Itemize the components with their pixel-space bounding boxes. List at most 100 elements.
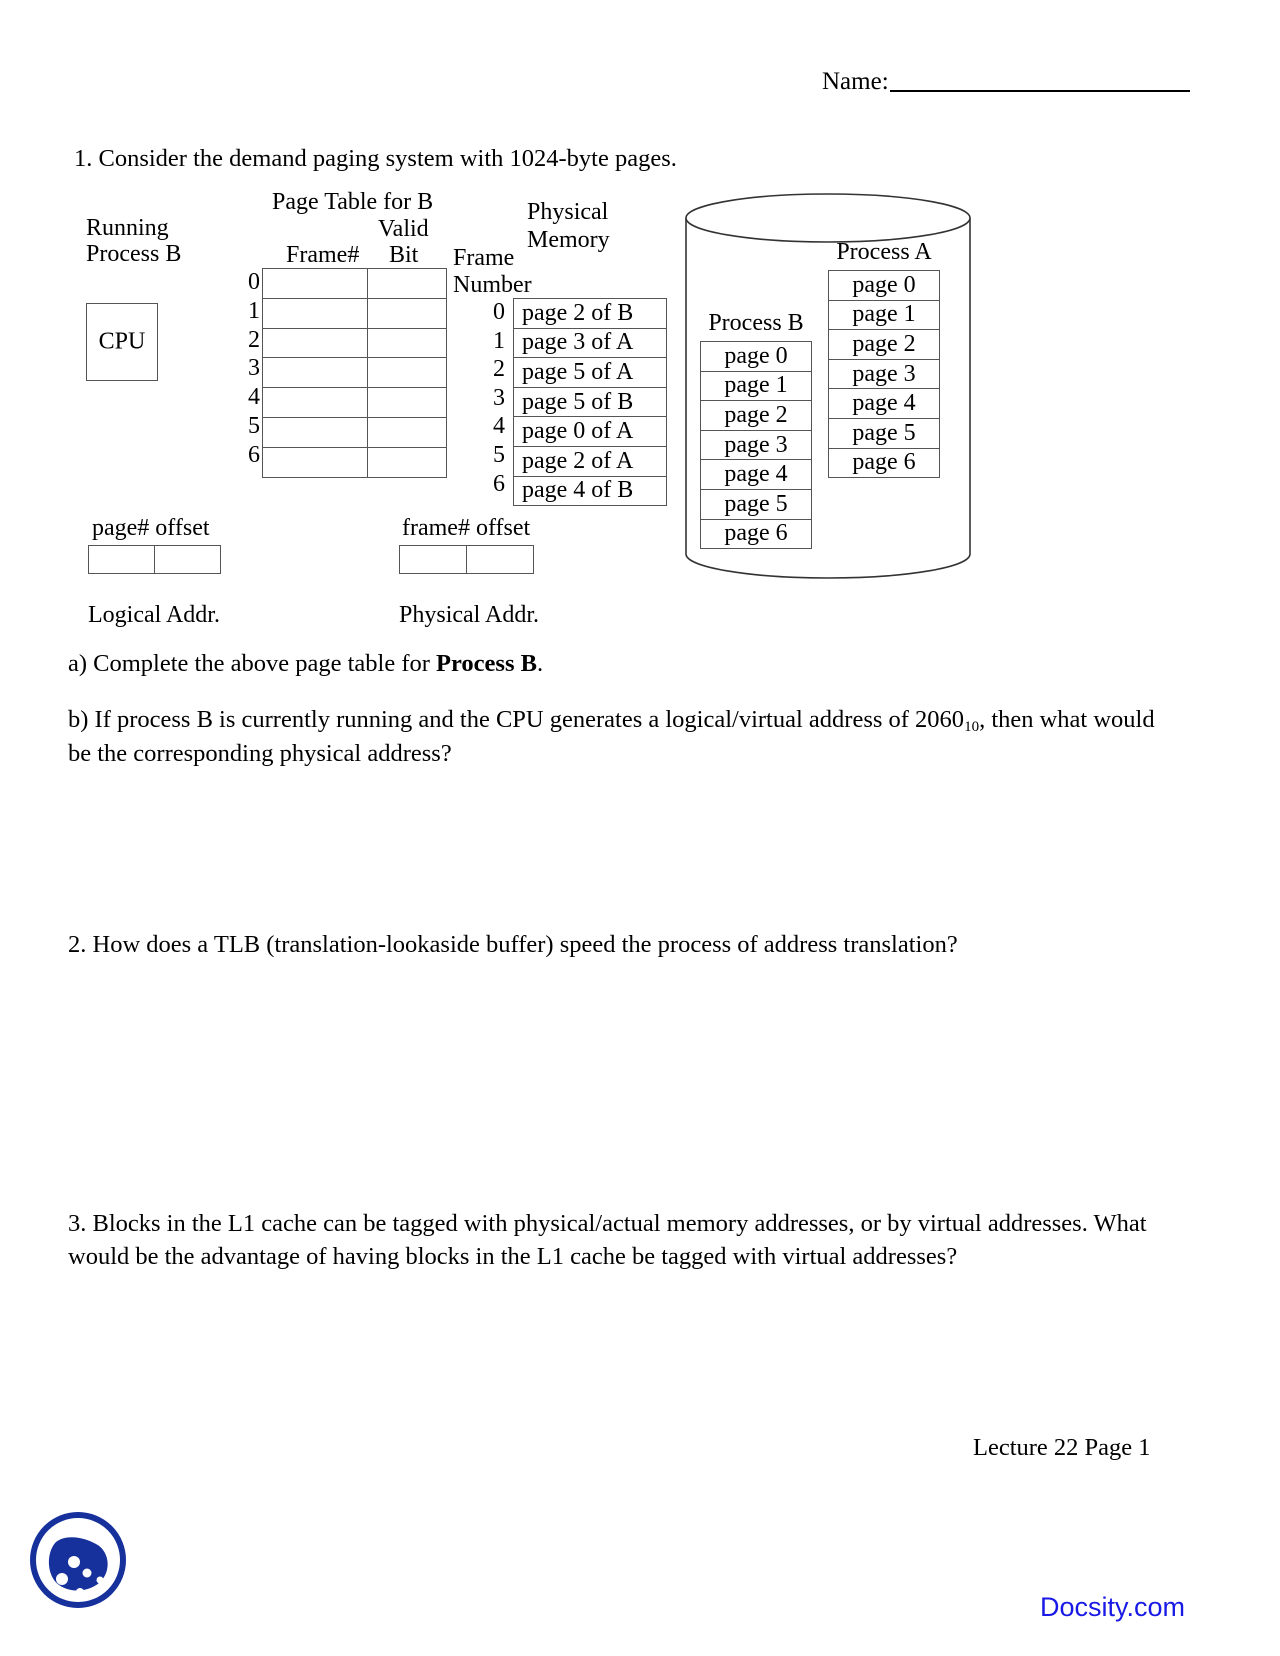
table-row: page 4 of B: [513, 475, 667, 507]
frame-index: 3: [493, 384, 505, 411]
page-table-valid-cell[interactable]: [367, 387, 447, 418]
disk-page-cell: page 6: [700, 518, 812, 550]
running-process-label-line1: Running: [86, 215, 169, 241]
page-marker: Lecture 22 Page 1: [973, 1434, 1151, 1461]
list-item: page 4: [828, 388, 940, 419]
frame-number-header-line2: Number: [453, 272, 532, 298]
disk-process-b-list: Process B page 0 page 1 page 2 page 3 pa…: [700, 310, 812, 550]
logical-offset-field[interactable]: [154, 546, 220, 573]
table-row: [262, 268, 447, 299]
disk-page-cell: page 1: [700, 370, 812, 402]
page-table-frame-cell[interactable]: [262, 357, 368, 389]
list-item: page 3: [828, 358, 940, 390]
page-table-frame-cell[interactable]: [262, 416, 368, 448]
page-table-frame-cell[interactable]: [262, 297, 368, 329]
disk-page-cell: page 3: [700, 429, 812, 461]
disk-page-cell: page 2: [700, 400, 812, 431]
physical-memory-cell: page 0 of A: [513, 416, 667, 447]
list-item: page 3: [700, 429, 812, 461]
list-item: page 2: [700, 400, 812, 431]
disk-process-b-title: Process B: [708, 310, 804, 336]
table-row: [262, 357, 447, 389]
page-table-row-indices: 0 1 2 3 4 5 6: [244, 268, 260, 470]
disk-page-cell: page 4: [700, 459, 812, 490]
valid-bit-header-line2: Bit: [389, 242, 419, 268]
list-item: page 0: [700, 341, 812, 372]
list-item: page 4: [700, 459, 812, 490]
question-3: 3. Blocks in the L1 cache can be tagged …: [68, 1210, 1147, 1270]
frame-number-header-line1: Frame: [453, 245, 515, 271]
physical-memory-cell: page 4 of B: [513, 475, 667, 507]
question-1b-text-part2: , then what would be the corresponding p…: [68, 706, 1155, 767]
disk-shape-icon: [685, 193, 971, 579]
physical-address-header: frame# offset: [402, 515, 531, 541]
question-1a-emphasis: Process B: [436, 650, 537, 677]
disk-page-cell: page 1: [828, 299, 940, 331]
disk-page-cell: page 5: [828, 417, 940, 449]
disk-page-cell: page 6: [828, 447, 940, 479]
physical-frame-number-field[interactable]: [400, 546, 466, 573]
physical-offset-field[interactable]: [466, 546, 533, 573]
logical-address-caption: Logical Addr.: [88, 602, 220, 628]
list-item: page 5: [828, 417, 940, 449]
page-table-index: 6: [248, 441, 260, 468]
table-row: page 5 of A: [513, 357, 667, 388]
page-table-grid: [262, 268, 447, 478]
disk-process-b-grid: page 0 page 1 page 2 page 3 page 4 page …: [700, 341, 812, 550]
table-row: [262, 416, 447, 448]
page-table-frame-cell[interactable]: [262, 327, 368, 359]
disk-page-cell: page 0: [828, 270, 940, 301]
disk-page-cell: page 5: [700, 488, 812, 520]
frame-number-column-header: Frame#: [286, 242, 360, 268]
frame-index: 2: [493, 356, 505, 383]
list-item: page 5: [700, 488, 812, 520]
physical-memory-cell: page 3 of A: [513, 327, 667, 359]
page-table-valid-cell[interactable]: [367, 357, 447, 389]
question-1b: b) If process B is currently running and…: [68, 704, 1158, 771]
name-field: Name:: [822, 68, 1190, 96]
list-item: page 6: [828, 447, 940, 479]
physical-memory-cell: page 2 of A: [513, 445, 667, 477]
page-table-title: Page Table for B: [272, 189, 434, 215]
physical-memory-cell: page 5 of A: [513, 357, 667, 388]
physical-memory-title-line1: Physical: [527, 199, 609, 225]
frame-index: 6: [493, 470, 505, 497]
logical-address-header: page# offset: [92, 515, 210, 541]
disk-page-cell: page 0: [700, 341, 812, 372]
name-blank-rule: [889, 90, 1190, 92]
docsity-watermark: Docsity.com: [1040, 1592, 1186, 1622]
question-2: 2. How does a TLB (translation-lookaside…: [68, 931, 958, 958]
page-table-index: 5: [248, 412, 260, 439]
physical-address-box: [399, 545, 534, 574]
physical-memory-table: 0 1 2 3 4 5 6 page 2 of B page 3 of A pa…: [493, 298, 667, 507]
page-table-valid-cell[interactable]: [367, 446, 447, 478]
list-item: page 1: [700, 370, 812, 402]
name-label: Name:: [822, 68, 889, 95]
page-table-index: 4: [248, 384, 260, 411]
list-item: page 2: [828, 329, 940, 360]
list-item: page 0: [828, 270, 940, 301]
page-table-frame-cell[interactable]: [262, 446, 368, 478]
paging-diagram: Running Process B CPU Page Table for B V…: [0, 0, 1280, 640]
physical-memory-frame-indices: 0 1 2 3 4 5 6: [477, 298, 505, 498]
disk-process-a-grid: page 0 page 1 page 2 page 3 page 4 page …: [828, 270, 940, 479]
disk-page-cell: page 3: [828, 358, 940, 390]
table-row: page 5 of B: [513, 386, 667, 418]
valid-bit-header-line1: Valid: [378, 216, 429, 242]
page-table-frame-cell[interactable]: [262, 387, 368, 418]
frame-index: 5: [493, 441, 505, 468]
page-table-index: 2: [248, 326, 260, 353]
page-table-valid-cell[interactable]: [367, 327, 447, 359]
logical-page-number-field[interactable]: [89, 546, 154, 573]
page-table-index: 0: [248, 269, 260, 295]
page-table-valid-cell[interactable]: [367, 297, 447, 329]
frame-index: 0: [493, 299, 505, 325]
page-table-valid-cell[interactable]: [367, 268, 447, 299]
table-row: [262, 446, 447, 478]
table-row: page 3 of A: [513, 327, 667, 359]
page-table-valid-cell[interactable]: [367, 416, 447, 448]
physical-memory-title-line2: Memory: [527, 227, 610, 253]
page-table-frame-cell[interactable]: [262, 268, 368, 299]
table-row: [262, 387, 447, 418]
